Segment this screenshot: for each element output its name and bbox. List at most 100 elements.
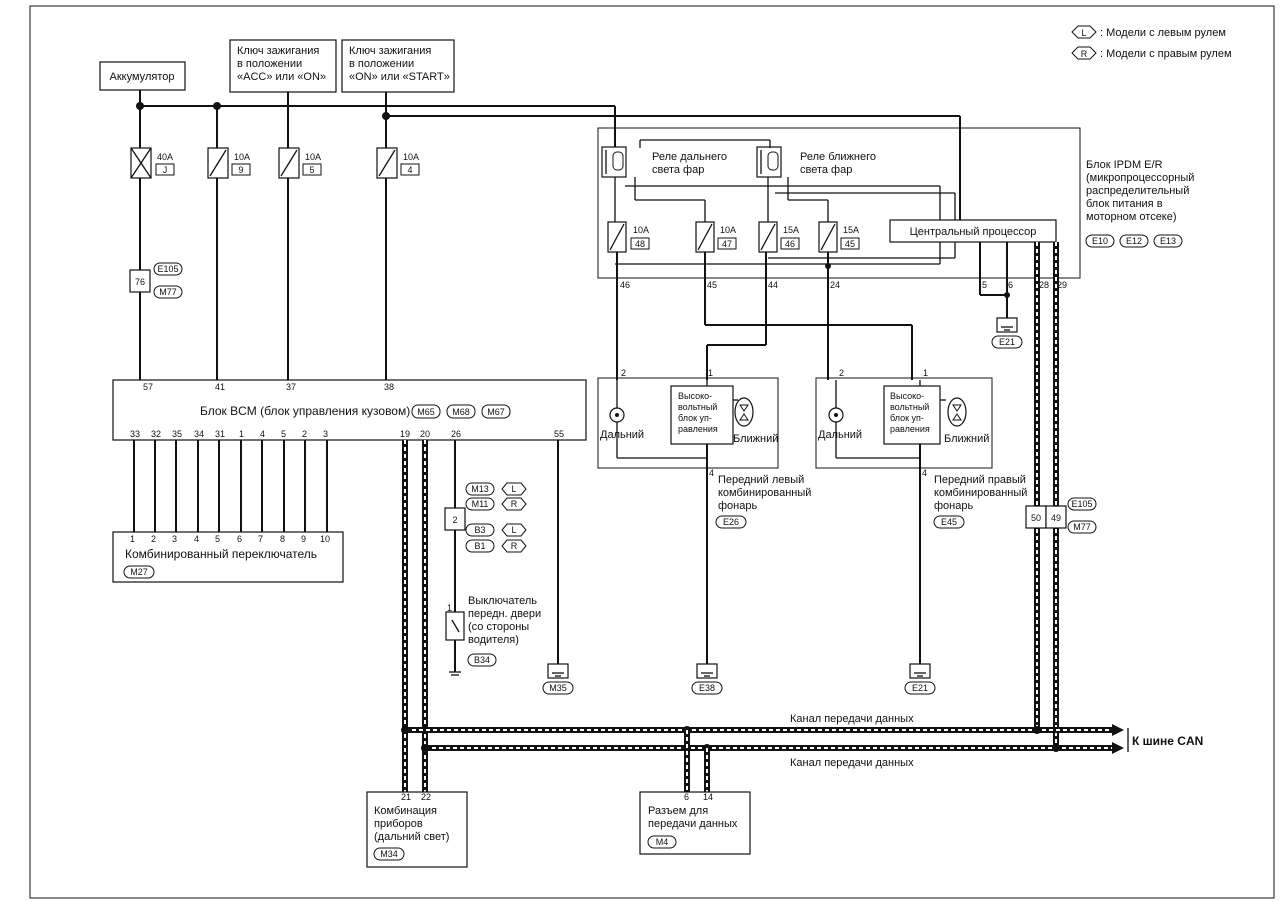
- legend-badge: R: [1081, 49, 1088, 59]
- ipdm-title: распределительный: [1086, 185, 1189, 197]
- lamp-title: фонарь: [934, 500, 973, 512]
- door-connector-badge: L: [511, 484, 516, 494]
- can-connector: 50 49 E105 M77: [1025, 497, 1097, 534]
- fuse-amp: 40A: [157, 152, 173, 162]
- ipdm-out-pin: 45: [707, 280, 717, 290]
- bcm-pin: 38: [384, 382, 394, 392]
- ground-connector: E38: [699, 683, 715, 693]
- ipdm-fuse-id: 48: [635, 239, 645, 249]
- connector-id: M77: [159, 287, 177, 297]
- battery-label: Аккумулятор: [110, 71, 175, 83]
- lamp-pin: 1: [923, 368, 928, 378]
- legend: L : Модели с левым рулем R : Модели с пр…: [1071, 25, 1232, 60]
- ipdm-title: Блок IPDM E/R: [1086, 159, 1163, 171]
- lamp-pin: 2: [839, 368, 844, 378]
- ignition-start-source: Ключ зажигания в положении «ON» или «STA…: [341, 39, 455, 93]
- connector-pin: 49: [1051, 513, 1061, 523]
- ipdm-cpu-pin: 29: [1057, 280, 1067, 290]
- lamp-connector: E26: [723, 517, 739, 527]
- ipdm-fuse-id: 45: [845, 239, 855, 249]
- ipdm-title: блок питания в: [1086, 198, 1163, 210]
- meter-title: (дальний свет): [374, 831, 449, 843]
- ground-icon: [547, 663, 569, 679]
- ignition-acc-label: Ключ зажигания: [237, 45, 319, 57]
- ground-icon: [696, 663, 718, 679]
- lamp-pin: 4: [709, 468, 714, 478]
- lamp-title: Передний левый: [718, 474, 804, 486]
- hv-label: вольтный: [890, 402, 929, 412]
- ignition-acc-source: Ключ зажигания в положении «ACC» или «ON…: [229, 39, 337, 93]
- can-bus-label: К шине CAN: [1132, 734, 1203, 748]
- ipdm-fuse-amp: 10A: [720, 225, 736, 235]
- bcm-pin: 57: [143, 382, 153, 392]
- fuse-amp: 10A: [403, 152, 419, 162]
- door-switch-title: водителя): [468, 634, 519, 646]
- bcm-pin: 3: [323, 429, 328, 439]
- hv-label: Высоко-: [678, 391, 712, 401]
- bcm-title: Блок BCM (блок управления кузовом): [200, 404, 410, 418]
- ignition-start-label: в положении: [349, 58, 414, 70]
- door-connector: M11: [472, 499, 489, 509]
- door-switch: 2 M13 L M11 R B3 L B1 R 1 Выключатель пе…: [444, 440, 541, 676]
- combo-title: Комбинированный переключатель: [125, 547, 317, 561]
- combo-pin: 6: [237, 534, 242, 544]
- lamp-title: комбинированный: [718, 487, 811, 499]
- ground-icon: [996, 317, 1018, 333]
- legend-badge-shape: [1071, 25, 1097, 39]
- fuse-amp: 10A: [234, 152, 250, 162]
- bcm-pin: 1: [239, 429, 244, 439]
- bcm-pin: 20: [420, 429, 430, 439]
- combo-pin: 1: [130, 534, 135, 544]
- lamp-low-label: Ближний: [944, 433, 989, 445]
- fuse-id: 9: [238, 165, 243, 175]
- low-beam-lamp-icon: [947, 397, 967, 427]
- ground-e21-top: E21: [991, 317, 1023, 349]
- ipdm-can-wires: [1034, 242, 1059, 748]
- battery-source: Аккумулятор: [99, 61, 186, 91]
- connector-id: M77: [1073, 522, 1091, 532]
- ipdm-cpu: [889, 219, 1057, 243]
- ipdm-title: моторном отсеке): [1086, 211, 1177, 223]
- can-label-bottom: Канал передачи данных: [790, 757, 914, 769]
- front-right-lamp: 2 1 Дальний Высоко- вольтный блок уп- ра…: [815, 368, 1027, 695]
- ground-icon: [909, 663, 931, 679]
- combo-connector: M27: [130, 567, 148, 577]
- ipdm-out-pin: 46: [620, 280, 630, 290]
- lamp-connector: E45: [941, 517, 957, 527]
- lamp-low-label: Ближний: [733, 433, 778, 445]
- lamp-title: Передний правый: [934, 474, 1026, 486]
- ignition-acc-label: «ACC» или «ON»: [237, 71, 326, 83]
- bcm-pin: 26: [451, 429, 461, 439]
- fuse-id: 4: [407, 165, 412, 175]
- ipdm-out-pin: 44: [768, 280, 778, 290]
- dlc-title: передачи данных: [648, 818, 738, 830]
- ipdm-connector: E10: [1092, 236, 1108, 246]
- combo-pin: 10: [320, 534, 330, 544]
- connector-id: E105: [157, 264, 178, 274]
- ipdm-title: (микропроцессорный: [1086, 172, 1194, 184]
- ground-m35: M35: [542, 440, 574, 695]
- can-label-top: Канал передачи данных: [790, 713, 914, 725]
- bcm-pin: 2: [302, 429, 307, 439]
- hv-control-unit: [670, 385, 734, 445]
- hv-label: блок уп-: [678, 413, 712, 423]
- door-switch-title: (со стороны: [468, 621, 529, 633]
- door-connector-badge: R: [511, 499, 518, 509]
- hv-label: Высоко-: [890, 391, 924, 401]
- meter-pin: 22: [421, 792, 431, 802]
- meter-pin: 21: [401, 792, 411, 802]
- connector-pin: 50: [1031, 513, 1041, 523]
- ignition-start-label: «ON» или «START»: [349, 71, 450, 83]
- connector-id: E105: [1071, 499, 1092, 509]
- ipdm-out-pin: 24: [830, 280, 840, 290]
- door-switch-connector: B34: [474, 655, 490, 665]
- legend-badge: L: [1081, 28, 1086, 38]
- arrow-right-icon: [1112, 724, 1124, 736]
- combo-switch-wires: [133, 440, 328, 532]
- door-connector-badge: L: [511, 525, 516, 535]
- bcm-pin: 19: [400, 429, 410, 439]
- door-switch-title: передн. двери: [468, 608, 541, 620]
- door-switch-title: Выключатель: [468, 595, 537, 607]
- relay-low-label: света фар: [800, 164, 852, 176]
